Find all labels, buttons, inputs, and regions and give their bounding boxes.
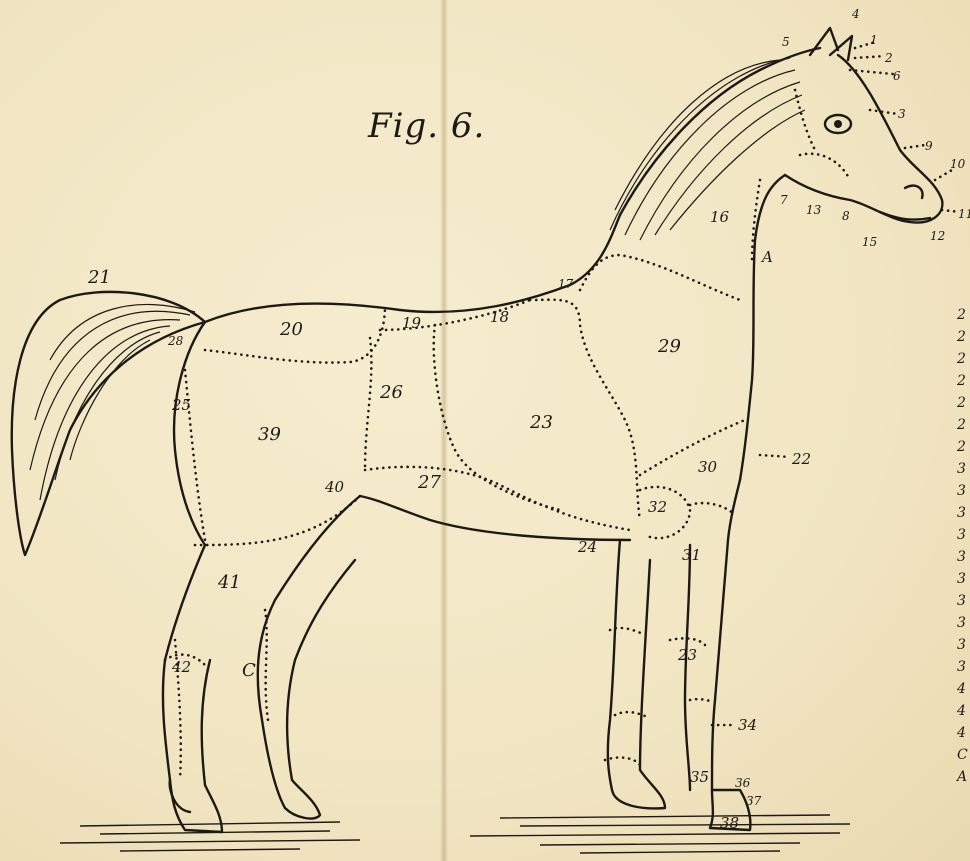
- label-35: 35: [690, 768, 709, 786]
- label-18: 18: [490, 308, 509, 326]
- label-C: C: [242, 660, 256, 681]
- legend-line: 3: [957, 550, 966, 564]
- label-22: 22: [791, 450, 811, 468]
- mane: [610, 58, 805, 240]
- label-20: 20: [279, 319, 303, 340]
- label-27: 27: [417, 472, 441, 493]
- label-1: 1: [870, 33, 878, 47]
- label-2: 2: [884, 51, 893, 65]
- label-19: 19: [402, 314, 422, 332]
- legend-line: 2: [957, 308, 966, 322]
- label-32: 32: [648, 498, 667, 516]
- label-9: 9: [925, 139, 933, 153]
- label-12: 12: [930, 229, 945, 243]
- label-34: 34: [738, 716, 757, 734]
- legend-line: 3: [957, 528, 966, 542]
- legend-line: 2: [957, 330, 966, 344]
- legend-line: 4: [957, 726, 966, 740]
- tail: [12, 292, 205, 555]
- label-16: 16: [710, 208, 730, 226]
- label-A: A: [760, 248, 773, 266]
- label-41: 41: [217, 572, 241, 593]
- legend-line: 3: [957, 484, 966, 498]
- legend-line: 2: [957, 374, 966, 388]
- legend-line: 3: [957, 616, 966, 630]
- label-6: 6: [893, 69, 901, 83]
- label-23-leg: 23: [677, 646, 697, 664]
- legend-line: 2: [957, 396, 966, 410]
- label-17: 17: [558, 277, 574, 291]
- legend-line: 2: [957, 352, 966, 366]
- legend-line: 4: [957, 682, 966, 696]
- label-40: 40: [324, 478, 345, 496]
- legend-line: 3: [957, 572, 966, 586]
- legend-line: A: [957, 770, 967, 784]
- legend-line: 2: [957, 440, 966, 454]
- legend-line: 3: [957, 594, 966, 608]
- label-42: 42: [171, 658, 191, 676]
- label-10: 10: [950, 157, 966, 171]
- label-24: 24: [577, 538, 597, 556]
- label-38: 38: [720, 814, 739, 832]
- legend-line: 3: [957, 660, 966, 674]
- label-3: 3: [898, 107, 906, 121]
- label-39: 39: [258, 424, 281, 445]
- legend-line: 3: [957, 506, 966, 520]
- label-31: 31: [682, 546, 701, 564]
- label-25: 25: [171, 396, 191, 414]
- legend-line: C: [957, 748, 968, 762]
- label-21: 21: [87, 267, 111, 288]
- label-13: 13: [806, 203, 822, 217]
- label-7: 7: [780, 193, 788, 207]
- label-37: 37: [746, 794, 762, 808]
- label-5: 5: [782, 35, 790, 49]
- label-8: 8: [842, 209, 850, 223]
- legend-line: 2: [957, 418, 966, 432]
- legend-line: 3: [957, 462, 966, 476]
- legend-line: 3: [957, 638, 966, 652]
- region-labels: 1 2 3 4 5 6 7 8 9 10 11 12 13 15 16 17 1…: [87, 7, 970, 832]
- label-30: 30: [698, 458, 718, 476]
- label-26: 26: [379, 382, 403, 403]
- label-23-body: 23: [529, 412, 553, 433]
- label-15: 15: [862, 235, 877, 249]
- label-11: 11: [958, 207, 970, 221]
- label-28: 28: [167, 334, 184, 348]
- label-36: 36: [735, 776, 751, 790]
- region-lines: [165, 42, 960, 780]
- label-4: 4: [851, 7, 860, 21]
- legend-line: 4: [957, 704, 966, 718]
- label-29: 29: [657, 336, 681, 357]
